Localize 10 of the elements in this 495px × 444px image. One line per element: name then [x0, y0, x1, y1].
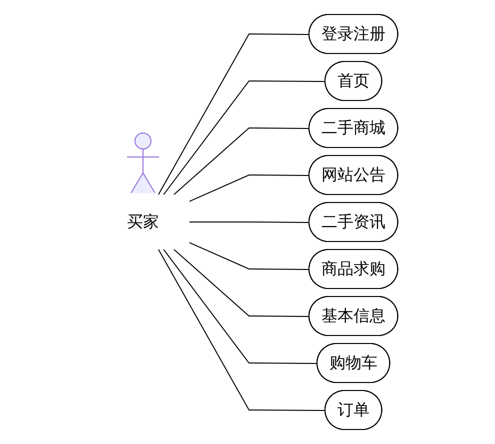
- connector: [188, 242, 310, 270]
- connector: [162, 80, 326, 196]
- connector: [162, 248, 318, 364]
- connector: [188, 222, 310, 223]
- connector: [188, 174, 310, 202]
- node-text: 买家: [127, 212, 160, 231]
- connector: [173, 248, 310, 317]
- connector: [173, 128, 310, 196]
- connector: [158, 248, 326, 411]
- connector: [158, 34, 310, 196]
